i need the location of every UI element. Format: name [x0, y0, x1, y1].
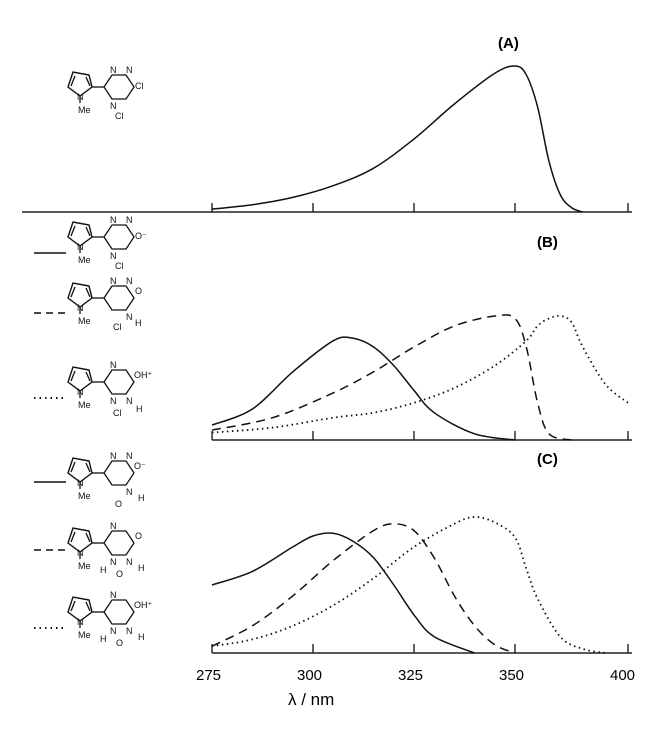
tick-label-275: 275: [196, 667, 221, 684]
svg-text:N: N: [126, 396, 133, 406]
svg-text:N: N: [110, 360, 117, 370]
tick-label-325: 325: [398, 667, 423, 684]
substituent-b2-1: Cl: [113, 322, 122, 332]
svg-text:N: N: [77, 303, 84, 313]
svg-text:Me: Me: [78, 255, 91, 265]
substituent-c3-3: H: [100, 634, 107, 644]
svg-text:N: N: [110, 626, 117, 636]
svg-text:Me: Me: [78, 491, 91, 501]
series-b-solid: [211, 336, 516, 441]
svg-text:N: N: [110, 521, 117, 531]
substituent-a-0: Cl: [135, 81, 144, 91]
structure-c2: N Me N N N O O H H: [67, 521, 145, 579]
tick-label-350: 350: [499, 667, 524, 684]
svg-text:N: N: [110, 276, 117, 286]
series-b-dashed: [211, 314, 572, 441]
svg-text:N: N: [110, 396, 117, 406]
substituent-c2-2: H: [138, 563, 145, 573]
svg-text:N: N: [126, 65, 133, 75]
svg-text:Me: Me: [78, 630, 91, 640]
substituent-b3-0: OH⁺: [134, 370, 153, 380]
svg-text:N: N: [110, 590, 117, 600]
svg-text:N: N: [126, 312, 133, 322]
series-a-solid: [211, 65, 584, 213]
substituent-b3-1: Cl: [113, 408, 122, 418]
structure-b3: N Me N N N OH⁺ Cl H: [67, 360, 153, 418]
series-c-solid: [211, 532, 475, 654]
svg-text:Me: Me: [78, 561, 91, 571]
substituent-c3-2: H: [138, 632, 145, 642]
tick-label-400: 400: [610, 667, 635, 684]
series-b-dotted: [211, 314, 629, 434]
structure-b1: N Me N N N O⁻ Cl: [67, 215, 147, 271]
substituent-c1-0: O⁻: [134, 461, 146, 471]
panel-label-b: (B): [537, 234, 558, 251]
substituent-b2-0: O: [135, 286, 142, 296]
svg-text:Me: Me: [78, 400, 91, 410]
svg-text:N: N: [77, 478, 84, 488]
structure-a: N Me N N N Cl Cl: [67, 65, 144, 121]
substituent-b1-1: Cl: [115, 261, 124, 271]
substituent-c3-0: OH⁺: [134, 600, 153, 610]
svg-text:N: N: [77, 242, 84, 252]
substituent-c3-1: O: [116, 638, 123, 648]
substituent-c2-0: O: [135, 531, 142, 541]
svg-text:N: N: [110, 451, 117, 461]
svg-text:N: N: [126, 215, 133, 225]
series-c-dashed: [211, 523, 516, 654]
svg-text:N: N: [77, 387, 84, 397]
svg-text:N: N: [110, 65, 117, 75]
structure-c1: N Me N N N O⁻ O H: [67, 451, 146, 509]
svg-text:Me: Me: [78, 105, 91, 115]
svg-text:N: N: [77, 92, 84, 102]
structure-c3: N Me N N N OH⁺ O H H: [67, 590, 153, 648]
substituent-b3-2: H: [136, 404, 143, 414]
chemical-structures: N Me N N N Cl Cl N Me N N N O⁻ Cl: [67, 65, 153, 648]
svg-text:N: N: [126, 451, 133, 461]
series-c-dotted: [211, 516, 606, 654]
svg-text:N: N: [77, 548, 84, 558]
svg-text:N: N: [110, 557, 117, 567]
panel-label-c: (C): [537, 451, 558, 468]
substituent-c2-1: O: [116, 569, 123, 579]
svg-text:N: N: [77, 617, 84, 627]
x-axis-title: λ / nm: [288, 690, 334, 709]
svg-text:N: N: [110, 101, 117, 111]
substituent-b2-2: H: [135, 318, 142, 328]
svg-text:Me: Me: [78, 316, 91, 326]
svg-text:N: N: [126, 557, 133, 567]
svg-text:N: N: [110, 215, 117, 225]
svg-text:N: N: [126, 276, 133, 286]
structure-b2: N Me N N N O Cl H: [67, 276, 142, 332]
svg-text:N: N: [110, 251, 117, 261]
spectra-curves: [211, 65, 629, 654]
panel-label-a: (A): [498, 35, 519, 52]
substituent-a-1: Cl: [115, 111, 124, 121]
substituent-b1-0: O⁻: [135, 231, 147, 241]
svg-text:N: N: [126, 487, 133, 497]
tick-marks: [211, 203, 629, 653]
substituent-c1-1: O: [115, 499, 122, 509]
svg-text:N: N: [126, 626, 133, 636]
substituent-c2-3: H: [100, 565, 107, 575]
substituent-c1-2: H: [138, 493, 145, 503]
tick-label-300: 300: [297, 667, 322, 684]
